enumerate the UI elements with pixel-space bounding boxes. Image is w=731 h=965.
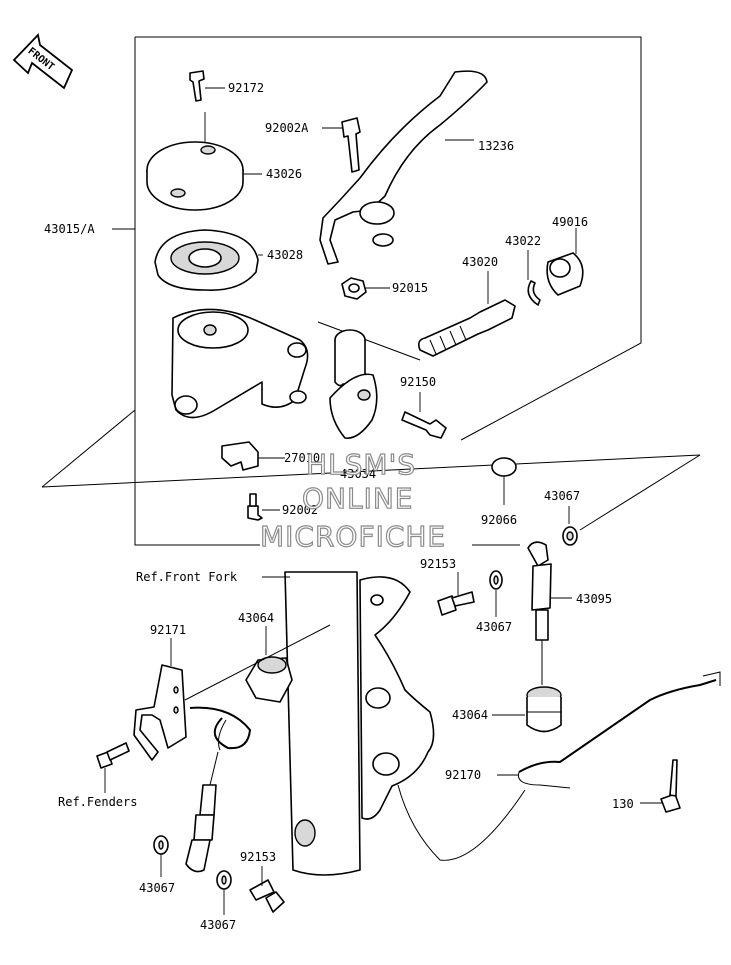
label-43034: 43034 [340, 467, 376, 481]
front-arrow-badge: FRONT [12, 33, 74, 90]
bolt-92150 [401, 392, 447, 439]
grommet-43064-right [492, 686, 562, 733]
label-43064-left: 43064 [238, 611, 274, 625]
label-43067-left: 43067 [139, 881, 175, 895]
label-92002A: 92002A [265, 121, 309, 135]
label-43020: 43020 [462, 255, 498, 269]
label-43026: 43026 [266, 167, 302, 181]
cap-43026 [146, 112, 262, 211]
label-43015A: 43015/A [44, 222, 95, 236]
nut-92015 [341, 277, 390, 300]
label-27010: 27010 [284, 451, 320, 465]
hose-lower [185, 751, 219, 873]
label-92171: 92171 [150, 623, 186, 637]
screw-92172 [189, 70, 225, 102]
label-43067-middle: 43067 [476, 620, 512, 634]
label-92015: 92015 [392, 281, 428, 295]
piston-43020 [317, 271, 516, 361]
label-92153-upper: 92153 [420, 557, 456, 571]
label-43064-right: 43064 [452, 708, 488, 722]
screw-92002 [247, 493, 280, 521]
ref-fenders: Ref.Fenders [58, 795, 137, 809]
bracket-92171 [133, 638, 187, 761]
label-43095: 43095 [576, 592, 612, 606]
label-43022: 43022 [505, 234, 541, 248]
label-92172: 92172 [228, 81, 264, 95]
label-13236: 13236 [478, 139, 514, 153]
label-92002: 92002 [282, 503, 318, 517]
pivot-bolt-92002A [322, 117, 361, 173]
label-43028: 43028 [267, 248, 303, 262]
label-92066: 92066 [481, 513, 517, 527]
label-92153-lower: 92153 [240, 850, 276, 864]
cap-92066 [491, 457, 517, 505]
brake-line-92170 [397, 671, 721, 861]
clamp-43034 [329, 329, 378, 439]
label-49016: 49016 [552, 215, 588, 229]
label-130: 130 [612, 797, 634, 811]
label-92150: 92150 [400, 375, 436, 389]
front-fork-leg [262, 571, 435, 876]
label-43067-bottom: 43067 [200, 918, 236, 932]
brake-lever-13236 [319, 70, 488, 265]
grommet-43064-left [245, 626, 293, 703]
washer-43067-bottom [216, 870, 232, 915]
bolt-92153-upper [437, 572, 475, 616]
dust-boot-49016 [546, 228, 584, 296]
watermark-line-3: MICROFICHE [260, 520, 446, 553]
label-92170: 92170 [445, 768, 481, 782]
label-43067-upper: 43067 [544, 489, 580, 503]
washer-43067-left [153, 835, 169, 877]
washer-43067-upper [562, 506, 578, 546]
washer-43067-middle [489, 570, 503, 617]
bolt-fender [96, 742, 130, 793]
bolt-130 [640, 759, 681, 813]
watermark-line-2: ONLINE [302, 482, 413, 515]
switch-27010 [221, 441, 285, 471]
hose-clip [184, 624, 331, 751]
ref-front-fork: Ref.Front Fork [136, 570, 238, 584]
watermark-line-1: HLSM'S [306, 448, 416, 481]
master-cylinder-body [171, 308, 309, 419]
watermark: HLSM'S ONLINE MICROFICHE [259, 447, 446, 553]
bolt-92153-lower [249, 866, 285, 913]
circlip-43022 [527, 250, 541, 306]
assembly-outline [41, 36, 701, 546]
diaphragm-43028 [154, 229, 263, 291]
hose-43095-upper [527, 541, 572, 685]
